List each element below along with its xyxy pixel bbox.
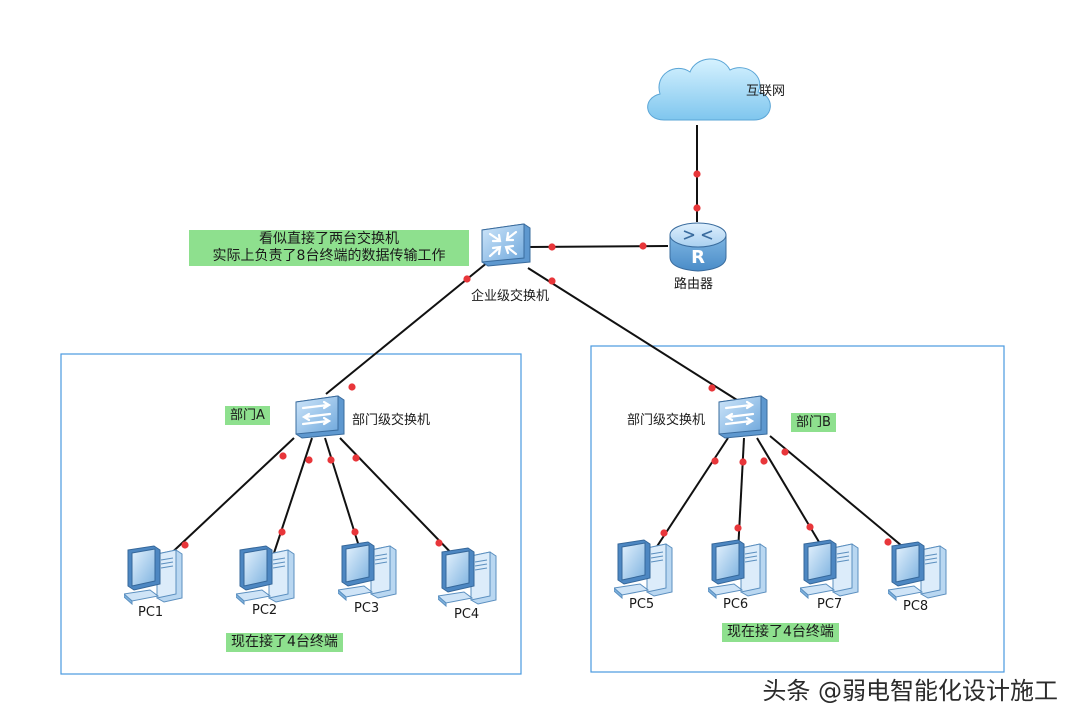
terminals-note-b: 现在接了4台终端	[722, 623, 839, 642]
port-dot	[760, 457, 768, 465]
port-dot	[352, 454, 360, 462]
pc5-label: PC5	[629, 597, 655, 612]
dept-b-switch-icon	[717, 394, 769, 440]
pc7-icon	[800, 539, 859, 599]
group-box-dept-a	[60, 353, 522, 675]
port-dot	[181, 541, 189, 549]
pc5-icon	[614, 539, 673, 599]
link-dept-b-pc5	[651, 437, 729, 555]
link-dept-b-pc6	[737, 437, 745, 553]
cloud-icon	[647, 58, 771, 121]
core-switch-label: 企业级交换机	[471, 289, 550, 304]
core-switch-icon	[480, 222, 532, 268]
dept-b-switch-label: 部门级交换机	[627, 413, 706, 428]
pc4-icon	[438, 547, 497, 607]
pc6-label: PC6	[723, 597, 749, 612]
port-dot	[734, 524, 742, 532]
port-dot	[327, 456, 335, 464]
port-dot	[463, 275, 471, 283]
router-icon	[669, 222, 727, 272]
port-dot	[278, 528, 286, 536]
port-dot	[739, 458, 747, 466]
port-dot	[884, 538, 892, 546]
port-dot	[711, 457, 719, 465]
port-dot	[781, 448, 789, 456]
pc6-icon	[708, 539, 767, 599]
dept-a-badge: 部门A	[225, 406, 270, 425]
port-dot	[351, 528, 359, 536]
pc2-label: PC2	[252, 603, 278, 618]
port-dot	[279, 452, 287, 460]
note-line-2: 实际上负责了8台终端的数据传输工作	[212, 248, 446, 264]
dept-a-switch-icon	[294, 394, 346, 440]
pc1-label: PC1	[138, 605, 164, 620]
port-dot	[548, 277, 556, 285]
pc3-icon	[338, 541, 397, 601]
link-dept-a-pc2	[272, 437, 313, 557]
group-box-dept-b	[590, 345, 1005, 673]
link-core-dept-b	[527, 267, 738, 401]
note-line-1: 看似直接了两台交换机	[259, 231, 399, 247]
link-dept-a-pc1	[163, 437, 295, 561]
dept-b-badge: 部门B	[791, 413, 836, 432]
link-core-dept-a	[325, 261, 489, 395]
port-dot	[348, 383, 356, 391]
link-dept-b-pc7	[756, 437, 826, 553]
pc8-icon	[888, 541, 947, 601]
pc8-label: PC8	[903, 599, 929, 614]
port-dot	[548, 243, 556, 251]
port-dot	[305, 456, 313, 464]
watermark: 头条 @弱电智能化设计施工	[762, 677, 1058, 705]
pc7-label: PC7	[817, 597, 843, 612]
terminals-note-a: 现在接了4台终端	[226, 633, 343, 652]
dept-a-switch-label: 部门级交换机	[352, 413, 431, 428]
port-dot	[708, 384, 716, 392]
internet-label: 互联网	[746, 84, 786, 99]
port-dot	[806, 523, 814, 531]
router-label: 路由器	[674, 277, 714, 292]
pc4-label: PC4	[454, 607, 480, 622]
port-dot	[435, 539, 443, 547]
pc3-label: PC3	[354, 601, 380, 616]
pc2-icon	[236, 545, 295, 605]
port-dot	[693, 170, 701, 178]
port-dot	[660, 529, 668, 537]
port-dot	[693, 204, 701, 212]
note-callout: 看似直接了两台交换机 实际上负责了8台终端的数据传输工作	[189, 230, 469, 266]
pc1-icon	[124, 545, 183, 605]
link-dept-b-pc8	[769, 435, 915, 557]
port-dot	[639, 242, 647, 250]
